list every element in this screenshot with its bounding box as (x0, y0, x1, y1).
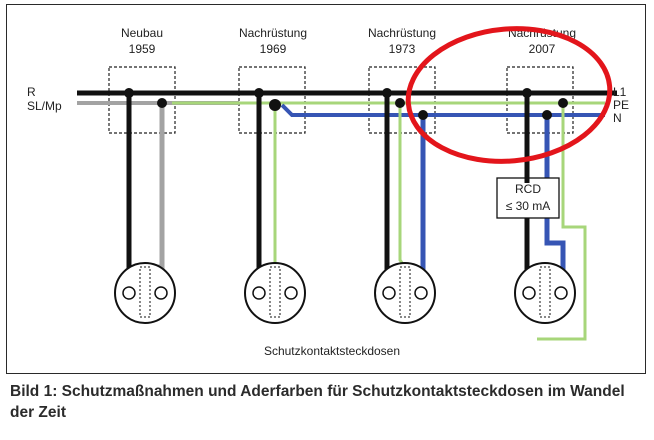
rcd-rating: ≤ 30 mA (506, 199, 551, 213)
stage-2-year: 1969 (260, 42, 287, 56)
junction-dots (124, 88, 568, 120)
stage-3-title: Nachrüstung (368, 26, 436, 40)
label-slmp: SL/Mp (27, 99, 62, 113)
outlets-label: Schutzkontaktsteckdosen (264, 344, 400, 358)
outlets (114, 262, 576, 324)
rcd-box (496, 177, 560, 219)
rcd-label: RCD (515, 182, 541, 196)
stage-4-year: 2007 (529, 42, 556, 56)
stage-3-year: 1973 (389, 42, 416, 56)
outlet-1969 (244, 262, 306, 324)
highlight-ellipse (405, 26, 613, 164)
junction-box-1973 (368, 66, 436, 134)
outlet-1973 (374, 262, 436, 324)
stage-2-title: Nachrüstung (239, 26, 307, 40)
label-pe: PE (613, 98, 629, 112)
stage-1-year: 1959 (129, 42, 156, 56)
bus-line-n (280, 103, 605, 117)
label-n: N (613, 111, 622, 125)
label-r: R (27, 85, 36, 99)
junction-box-1959 (108, 66, 176, 134)
figure-frame: Neubau 1959 Nachrüstung 1969 Nachrüstung… (6, 4, 646, 374)
label-l1: L1 (613, 85, 627, 99)
outlet-1959 (114, 262, 176, 324)
junction-box-2007 (506, 66, 574, 134)
stage-1-title: Neubau (121, 26, 163, 40)
junction-box-1969 (238, 66, 306, 134)
wiring-diagram: Neubau 1959 Nachrüstung 1969 Nachrüstung… (27, 26, 629, 358)
outlet-2007 (514, 262, 576, 324)
figure-caption: Bild 1: Schutzmaßnahmen und Aderfarben f… (10, 383, 625, 421)
